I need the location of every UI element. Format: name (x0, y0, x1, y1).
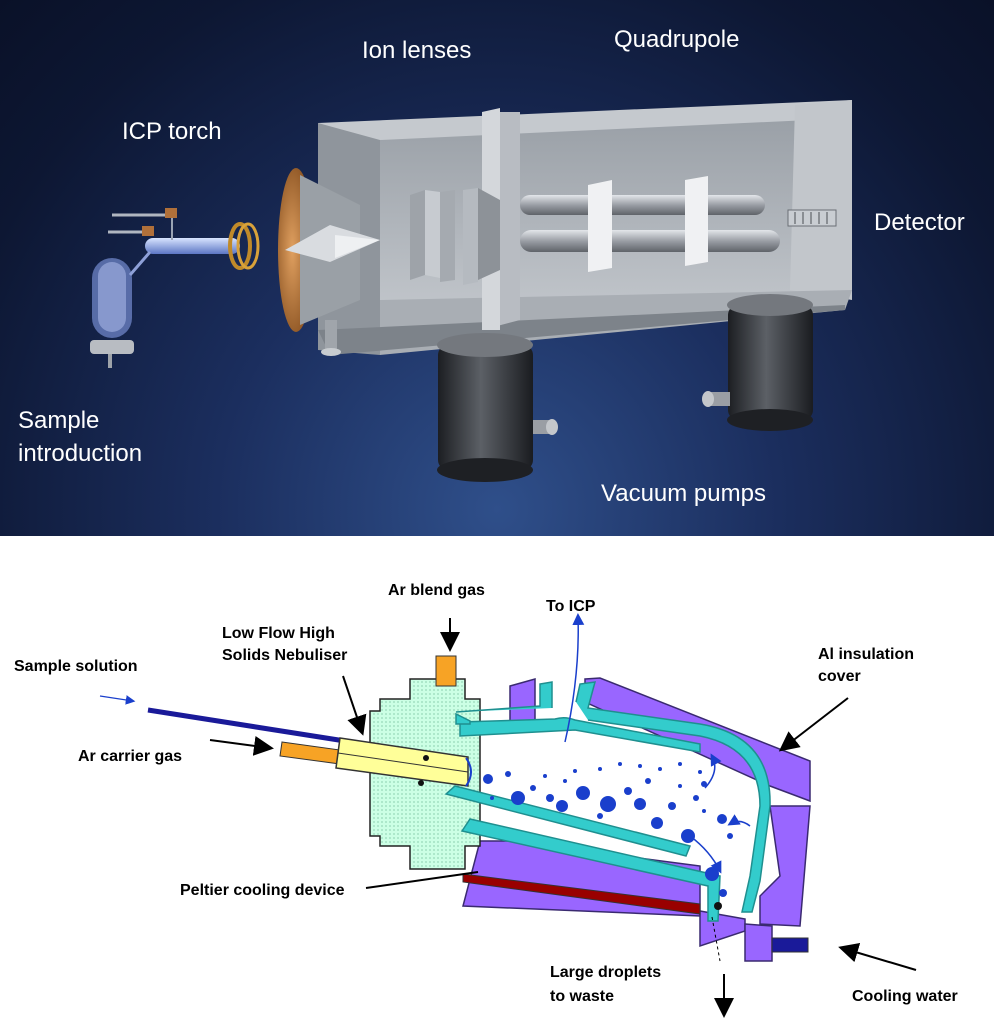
interface-cones (278, 168, 380, 356)
large-droplets-label-line1: Large droplets (550, 964, 662, 981)
sample-introduction-label-line2: introduction (18, 440, 143, 467)
sample-solution-tube (147, 707, 346, 744)
icp-ms-illustration (90, 100, 852, 482)
detector-label: Detector (874, 209, 965, 236)
cooling-water-tube (771, 937, 809, 953)
to-icp-flow-arrow (564, 613, 585, 743)
al-insulation-pointer (778, 697, 849, 752)
spray-chamber-schematic (99, 613, 917, 1018)
icp-torch-assembly (108, 208, 260, 270)
nebuliser-pointer (342, 675, 367, 736)
al-insulation-label-line1: Al insulation (818, 646, 914, 663)
cooling-water-label: Cooling water (852, 988, 958, 1005)
spray-chamber (90, 251, 152, 368)
quadrupole-label: Quadrupole (614, 26, 740, 53)
sample-introduction-label-line1: Sample (18, 407, 100, 434)
peltier-label: Peltier cooling device (180, 882, 345, 899)
quadrupole-rods (520, 176, 780, 272)
sample-solution-label: Sample solution (14, 658, 138, 675)
ar-blend-gas-port (435, 655, 457, 687)
wall-flow-arrow (727, 814, 751, 827)
to-icp-label: To ICP (546, 598, 596, 615)
droplet-flow-arrow (689, 835, 722, 874)
ion-lenses-label: Ion lenses (362, 37, 472, 64)
ar-carrier-gas-arrow (209, 735, 274, 756)
vacuum-pumps-label: Vacuum pumps (601, 480, 766, 507)
detector-unit (787, 209, 837, 227)
sample-solution-arrow (99, 695, 136, 705)
ar-carrier-gas-label: Ar carrier gas (78, 748, 183, 765)
spray-chamber-walls (444, 681, 771, 922)
cooling-water-arrow (838, 942, 917, 971)
recirculation-arrow (704, 753, 722, 789)
ar-blend-gas-label: Ar blend gas (388, 582, 485, 599)
peltier-pointer (365, 871, 479, 889)
nebuliser-label-line1: Low Flow High (222, 625, 335, 642)
icp-torch-label: ICP torch (122, 118, 222, 145)
aerosol-droplets (483, 762, 733, 897)
al-insulation-label-line2: cover (818, 668, 861, 685)
peltier-cooling-device (462, 873, 701, 915)
nebuliser-label-line2: Solids Nebuliser (222, 647, 348, 664)
large-droplets-label-line2: to waste (550, 988, 615, 1005)
ar-carrier-gas-port (279, 741, 341, 765)
spray-chamber-schematic-panel: Ar blend gas To ICP Low Flow High Solids… (0, 536, 994, 1024)
icp-ms-cutaway-panel: Ion lenses Quadrupole ICP torch Detector… (0, 0, 994, 536)
vacuum-pump-left (437, 333, 558, 482)
ion-lens-stack (410, 188, 500, 285)
vacuum-pump-right (702, 294, 813, 431)
